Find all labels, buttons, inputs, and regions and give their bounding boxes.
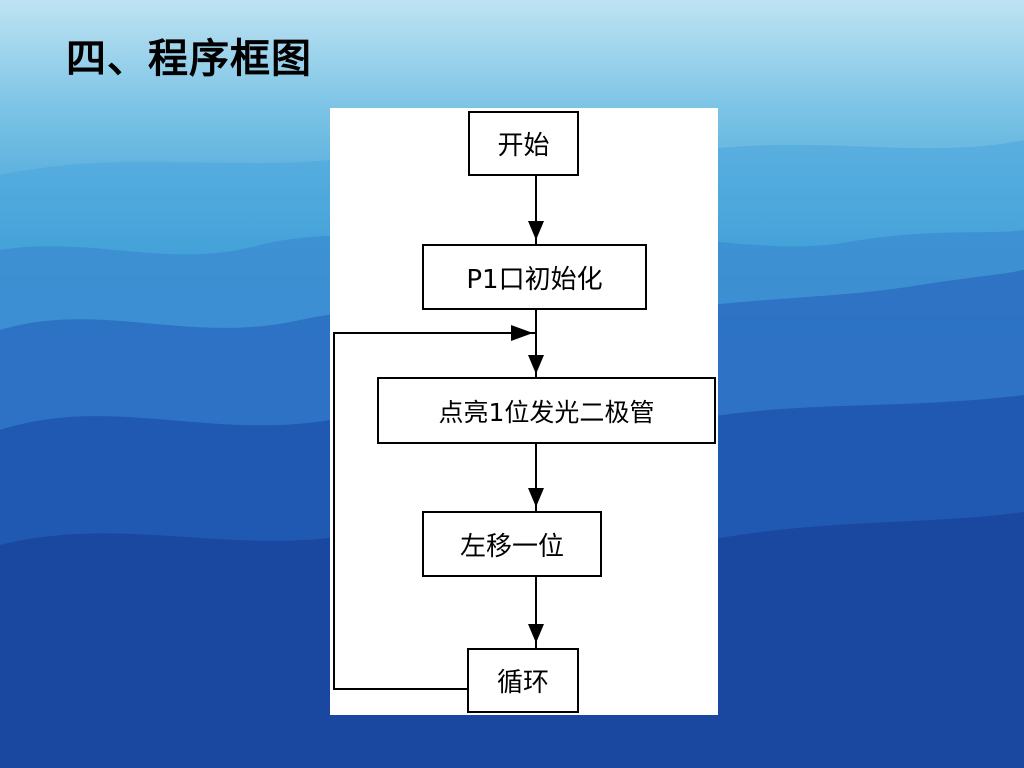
node-shift: 左移一位: [422, 511, 602, 577]
arrow-light-shift: [528, 488, 544, 507]
node-loop: 循环: [467, 648, 579, 713]
node-loop-label: 循环: [496, 668, 549, 698]
arrow-init-light: [528, 355, 544, 374]
flowchart-panel: 开始 P1口初始化 点亮1位发光二极管 左移一位 循环: [330, 108, 718, 715]
node-shift-label: 左移一位: [459, 531, 564, 562]
node-init-label: P1口初始化: [466, 264, 603, 295]
node-start: 开始: [468, 111, 579, 176]
arrow-loop-back: [511, 325, 533, 341]
node-init: P1口初始化: [422, 244, 647, 310]
slide-title: 四、程序框图: [66, 35, 312, 82]
node-light-label: 点亮1位发光二极管: [438, 397, 655, 427]
edge-loop-back: [333, 332, 536, 690]
node-light: 点亮1位发光二极管: [377, 377, 716, 444]
arrow-shift-loop: [528, 624, 544, 643]
flowchart-connectors: [333, 175, 544, 690]
arrow-start-init: [528, 221, 544, 240]
node-start-label: 开始: [497, 131, 550, 161]
